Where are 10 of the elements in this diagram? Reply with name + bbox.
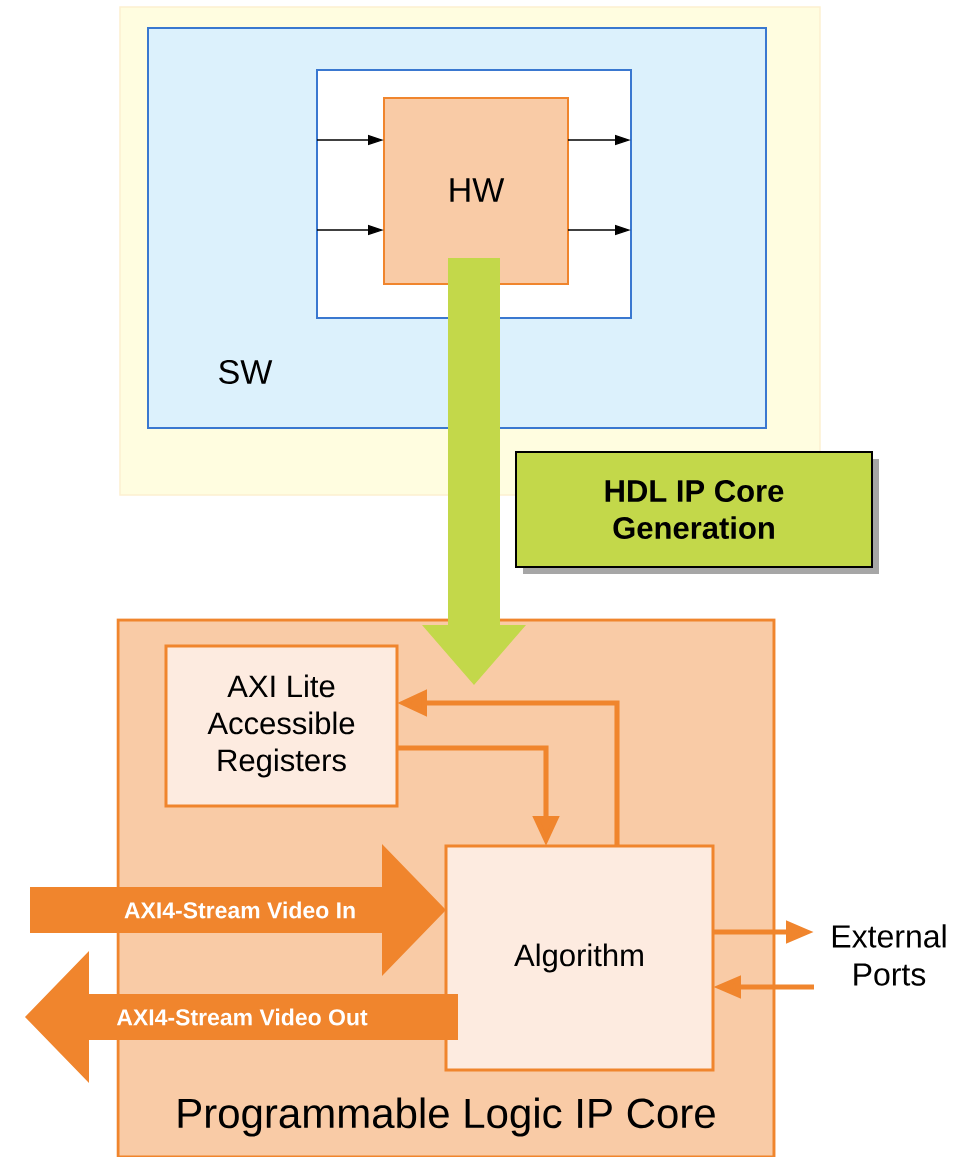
process-box: HDL IP Core Generation: [515, 451, 879, 574]
block-arrow: [422, 258, 526, 685]
edge-label: AXI4-Stream Video In: [124, 901, 355, 919]
block-arrow: [25, 951, 458, 1083]
block-arrow: [30, 844, 446, 976]
hardware-box: HW: [383, 97, 569, 285]
register-box: AXI Lite Accessible Registers: [164, 644, 399, 808]
edge-label: AXI4-Stream Video Out: [116, 1008, 368, 1026]
algorithm-box: Algorithm: [444, 844, 715, 1072]
port-label: External Ports: [832, 924, 946, 986]
